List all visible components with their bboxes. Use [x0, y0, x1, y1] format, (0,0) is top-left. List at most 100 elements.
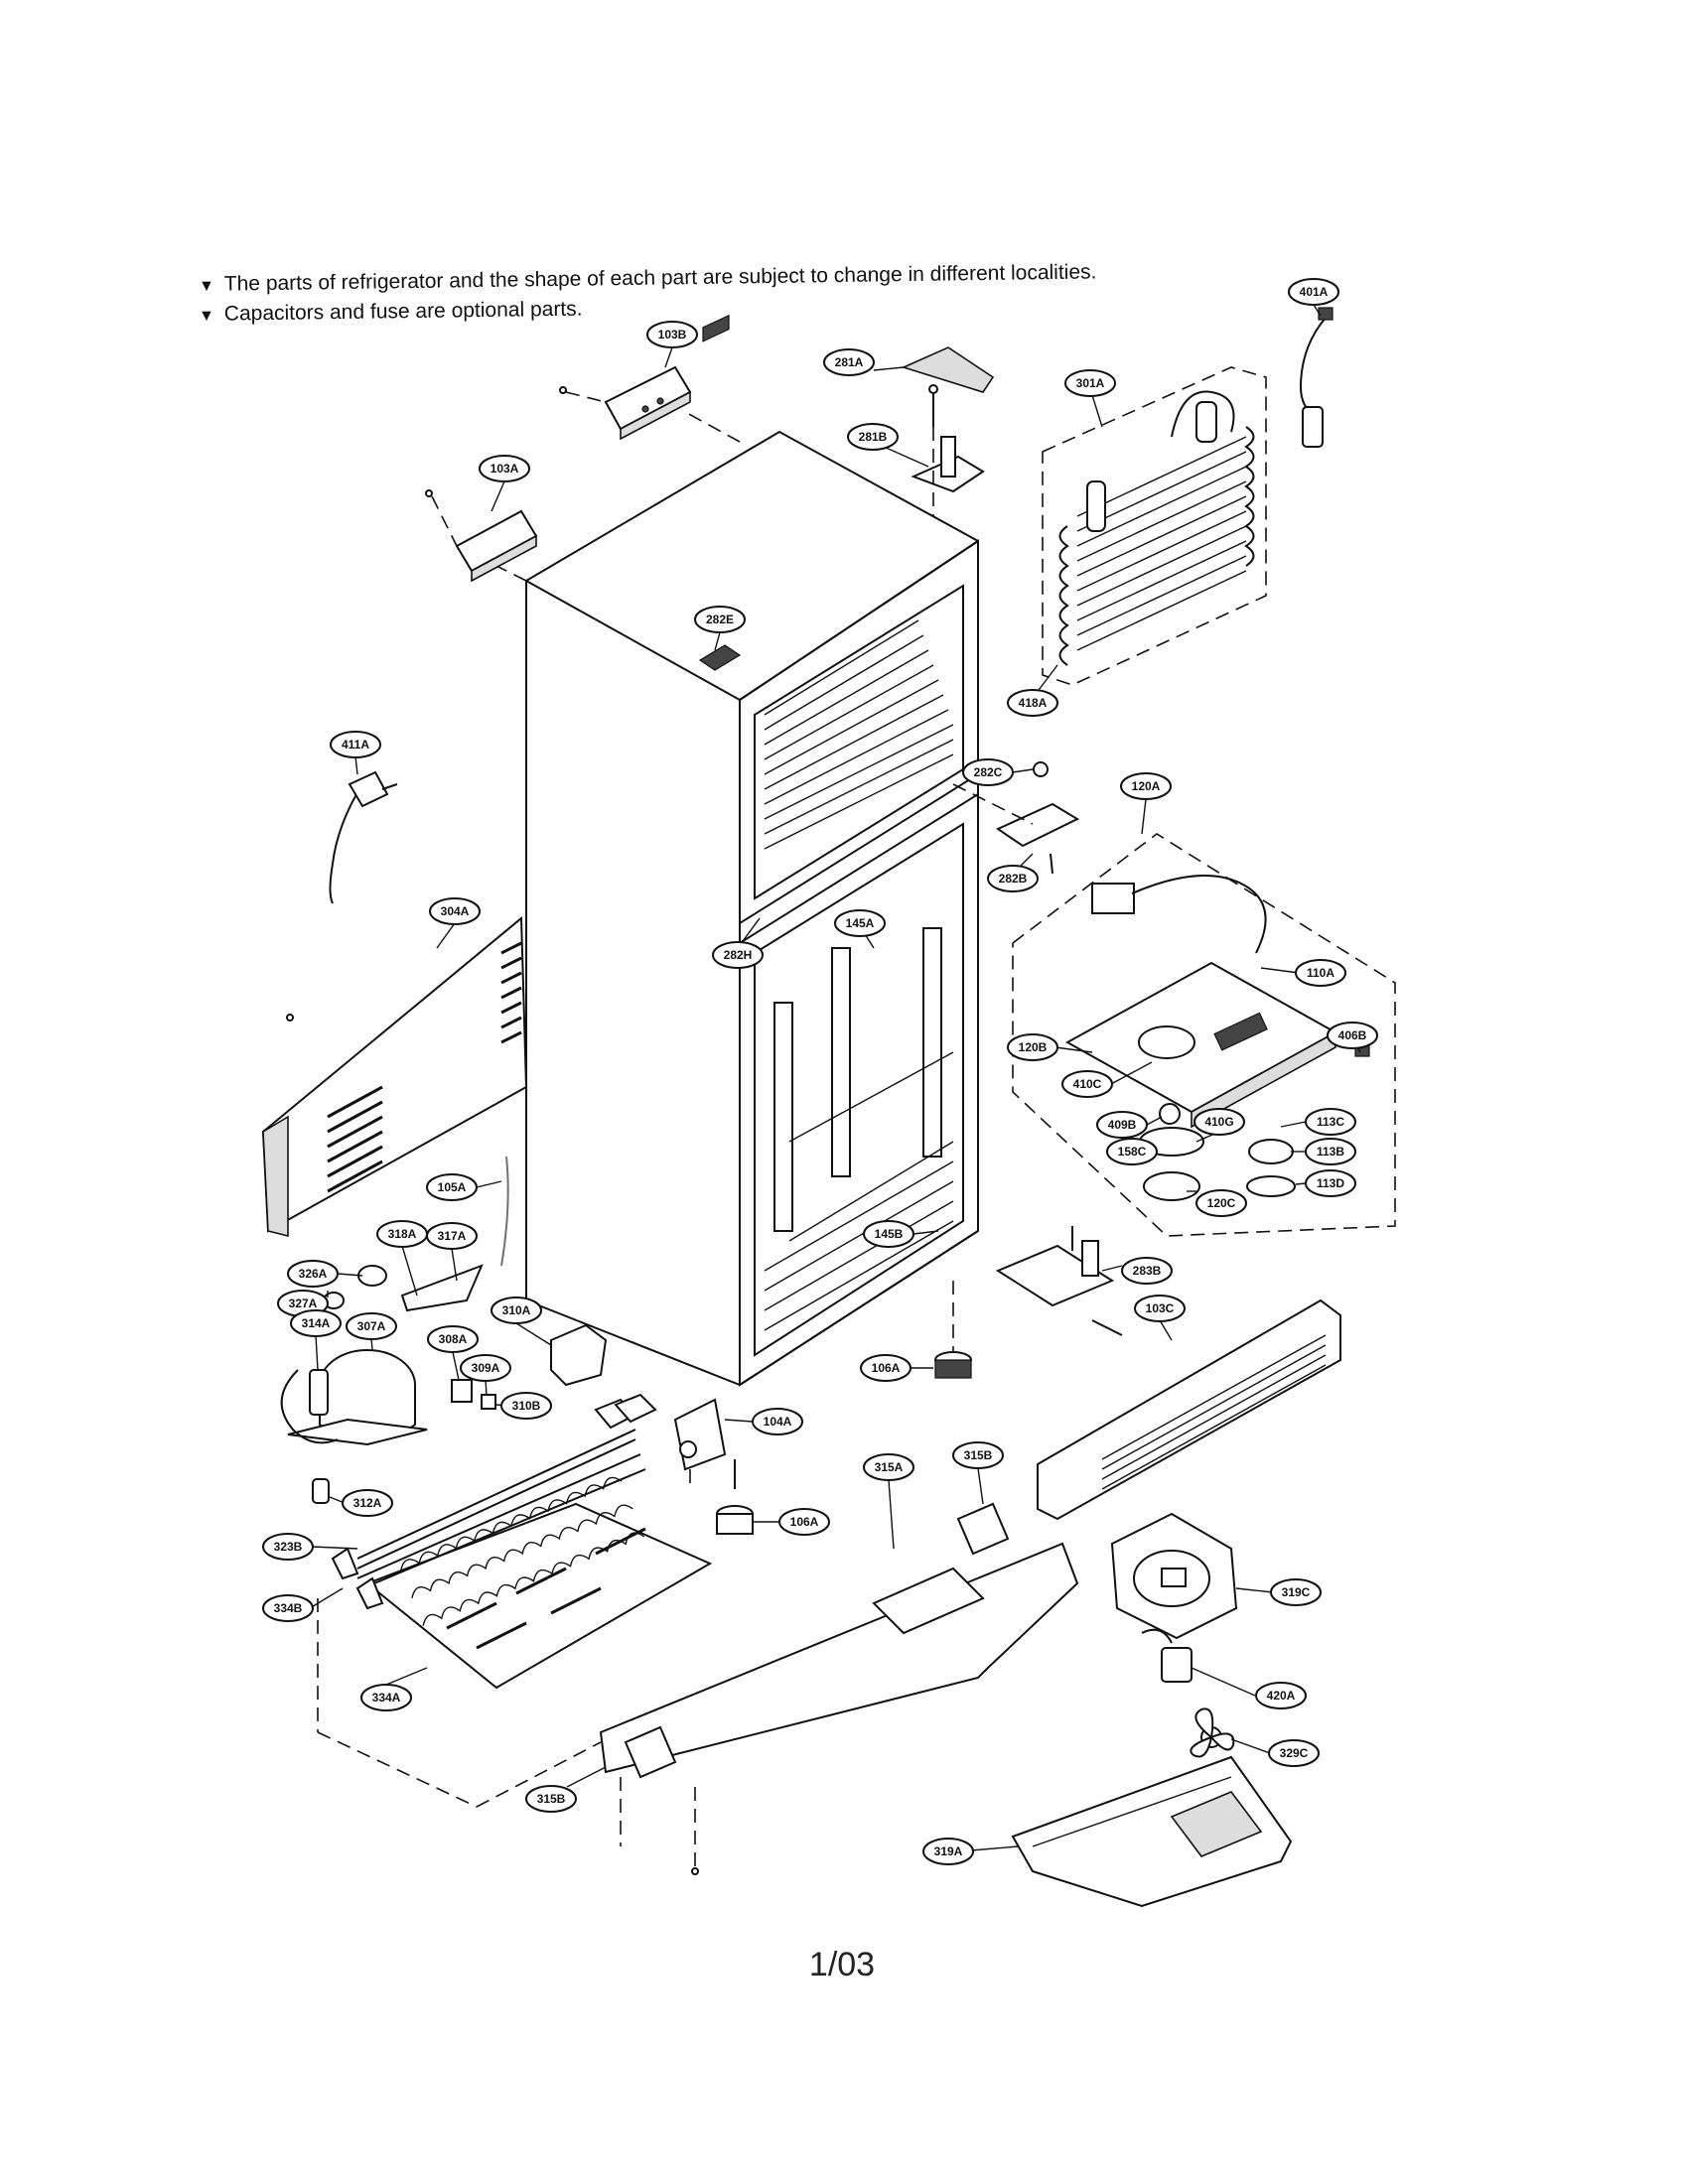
svg-text:309A: 309A — [472, 1361, 500, 1375]
callout-103b: 103B — [646, 321, 698, 348]
svg-text:401A: 401A — [1300, 285, 1329, 299]
callout-110a: 110A — [1295, 959, 1346, 987]
svg-text:310A: 310A — [502, 1303, 531, 1317]
svg-text:103C: 103C — [1146, 1301, 1175, 1315]
svg-text:319A: 319A — [934, 1844, 963, 1858]
power-cord-411a-drawing — [329, 770, 398, 904]
svg-text:120B: 120B — [1019, 1040, 1048, 1054]
callout-113d: 113D — [1305, 1169, 1356, 1197]
svg-text:334B: 334B — [274, 1601, 303, 1615]
svg-text:282B: 282B — [999, 872, 1028, 886]
callout-401a: 401A — [1288, 278, 1339, 306]
callout-304a: 304A — [429, 897, 481, 925]
svg-text:409B: 409B — [1108, 1118, 1137, 1132]
svg-text:282E: 282E — [706, 613, 734, 626]
callout-334b: 334B — [262, 1594, 314, 1622]
svg-text:312A: 312A — [353, 1496, 382, 1510]
callout-158c: 158C — [1106, 1138, 1158, 1165]
svg-text:145B: 145B — [875, 1227, 904, 1241]
callout-312a: 312A — [342, 1489, 393, 1517]
callout-319c: 319C — [1270, 1578, 1322, 1606]
svg-text:158C: 158C — [1118, 1145, 1147, 1159]
cabinet-drawing — [466, 314, 979, 1387]
base-plate-315a-drawing — [317, 1502, 1079, 1875]
callout-282e: 282E — [694, 606, 746, 633]
page-number: 1/03 — [808, 1946, 876, 1983]
callout-334a: 334A — [360, 1684, 412, 1711]
callout-282c: 282C — [962, 758, 1014, 786]
svg-text:113B: 113B — [1317, 1145, 1344, 1159]
callout-145b: 145B — [863, 1220, 914, 1248]
bottom-hinge-283b-drawing — [995, 1226, 1123, 1336]
svg-text:105A: 105A — [438, 1180, 467, 1194]
callout-106a-bottom: 106A — [778, 1508, 830, 1536]
svg-text:315B: 315B — [964, 1448, 993, 1462]
wire-401a-drawing — [1299, 307, 1333, 448]
callout-120c: 120C — [1195, 1189, 1247, 1217]
middle-hinge-282b-drawing — [952, 761, 1080, 875]
callout-420a: 420A — [1255, 1682, 1307, 1709]
svg-text:282C: 282C — [974, 765, 1003, 779]
leveling-feet-106a-drawing — [673, 1281, 972, 1535]
svg-text:106A: 106A — [790, 1515, 819, 1529]
hinge-281-drawing — [901, 346, 995, 516]
svg-text:411A: 411A — [342, 738, 369, 751]
callout-329c: 329C — [1268, 1739, 1320, 1767]
svg-text:120A: 120A — [1132, 779, 1161, 793]
callout-282b: 282B — [987, 865, 1039, 892]
svg-text:410G: 410G — [1204, 1115, 1233, 1129]
svg-text:301A: 301A — [1076, 376, 1105, 390]
callout-309a: 309A — [460, 1354, 511, 1382]
svg-text:307A: 307A — [357, 1319, 386, 1333]
callout-410g: 410G — [1193, 1108, 1245, 1136]
hinge-cover-103a-drawing — [425, 489, 538, 583]
svg-text:120C: 120C — [1207, 1196, 1236, 1210]
svg-text:314A: 314A — [302, 1316, 331, 1330]
fan-shroud-319c-drawing — [1110, 1512, 1238, 1640]
callout-317a: 317A — [426, 1222, 478, 1250]
badge-282e-drawing — [698, 644, 742, 671]
hinge-cover-103b-drawing — [559, 365, 692, 441]
svg-text:420A: 420A — [1267, 1689, 1296, 1703]
callout-281a: 281A — [823, 348, 875, 376]
callout-314a: 314A — [290, 1309, 342, 1337]
callout-409b: 409B — [1096, 1111, 1148, 1139]
callout-labels: 401A 103B 281A 301A 281B 103A 282E 418A … — [262, 278, 1378, 1865]
callout-411a: 411A — [330, 731, 381, 758]
svg-text:317A: 317A — [438, 1229, 467, 1243]
svg-text:329C: 329C — [1280, 1746, 1309, 1760]
callout-120b: 120B — [1007, 1033, 1058, 1061]
callout-315b-top: 315B — [952, 1441, 1004, 1469]
callout-106a-top: 106A — [860, 1354, 912, 1382]
condenser-323b-drawing — [312, 1429, 713, 1690]
svg-text:410C: 410C — [1073, 1077, 1102, 1091]
svg-text:326A: 326A — [299, 1267, 328, 1281]
svg-text:304A: 304A — [441, 904, 470, 918]
callout-308a: 308A — [427, 1325, 479, 1353]
rear-cover-304a-drawing — [261, 915, 528, 1238]
callout-307a: 307A — [346, 1312, 397, 1340]
evaporator-301a-drawing — [1042, 366, 1267, 686]
callout-315b-bottom: 315B — [525, 1785, 577, 1813]
base-grille-103c-drawing — [1037, 1298, 1341, 1521]
svg-text:281B: 281B — [859, 430, 888, 444]
callout-326a: 326A — [287, 1260, 339, 1288]
callout-281b: 281B — [847, 423, 899, 451]
callout-318a: 318A — [376, 1220, 428, 1248]
callout-103a: 103A — [479, 455, 530, 482]
svg-text:323B: 323B — [274, 1540, 303, 1554]
callout-310b: 310B — [500, 1392, 552, 1420]
callout-406b: 406B — [1327, 1022, 1378, 1049]
svg-text:103A: 103A — [491, 462, 519, 476]
compressor-307a-drawing — [280, 1264, 496, 1446]
callout-310a: 310A — [491, 1297, 542, 1324]
callout-301a: 301A — [1064, 369, 1116, 397]
hose-105a-drawing — [500, 1156, 509, 1267]
svg-text:418A: 418A — [1019, 696, 1048, 710]
callout-323b: 323B — [262, 1533, 314, 1561]
svg-text:281A: 281A — [835, 355, 864, 369]
svg-text:315B: 315B — [537, 1792, 566, 1806]
fan-motor-420a-drawing — [1141, 1628, 1235, 1758]
callout-418a: 418A — [1007, 689, 1058, 717]
svg-text:145A: 145A — [846, 916, 875, 930]
